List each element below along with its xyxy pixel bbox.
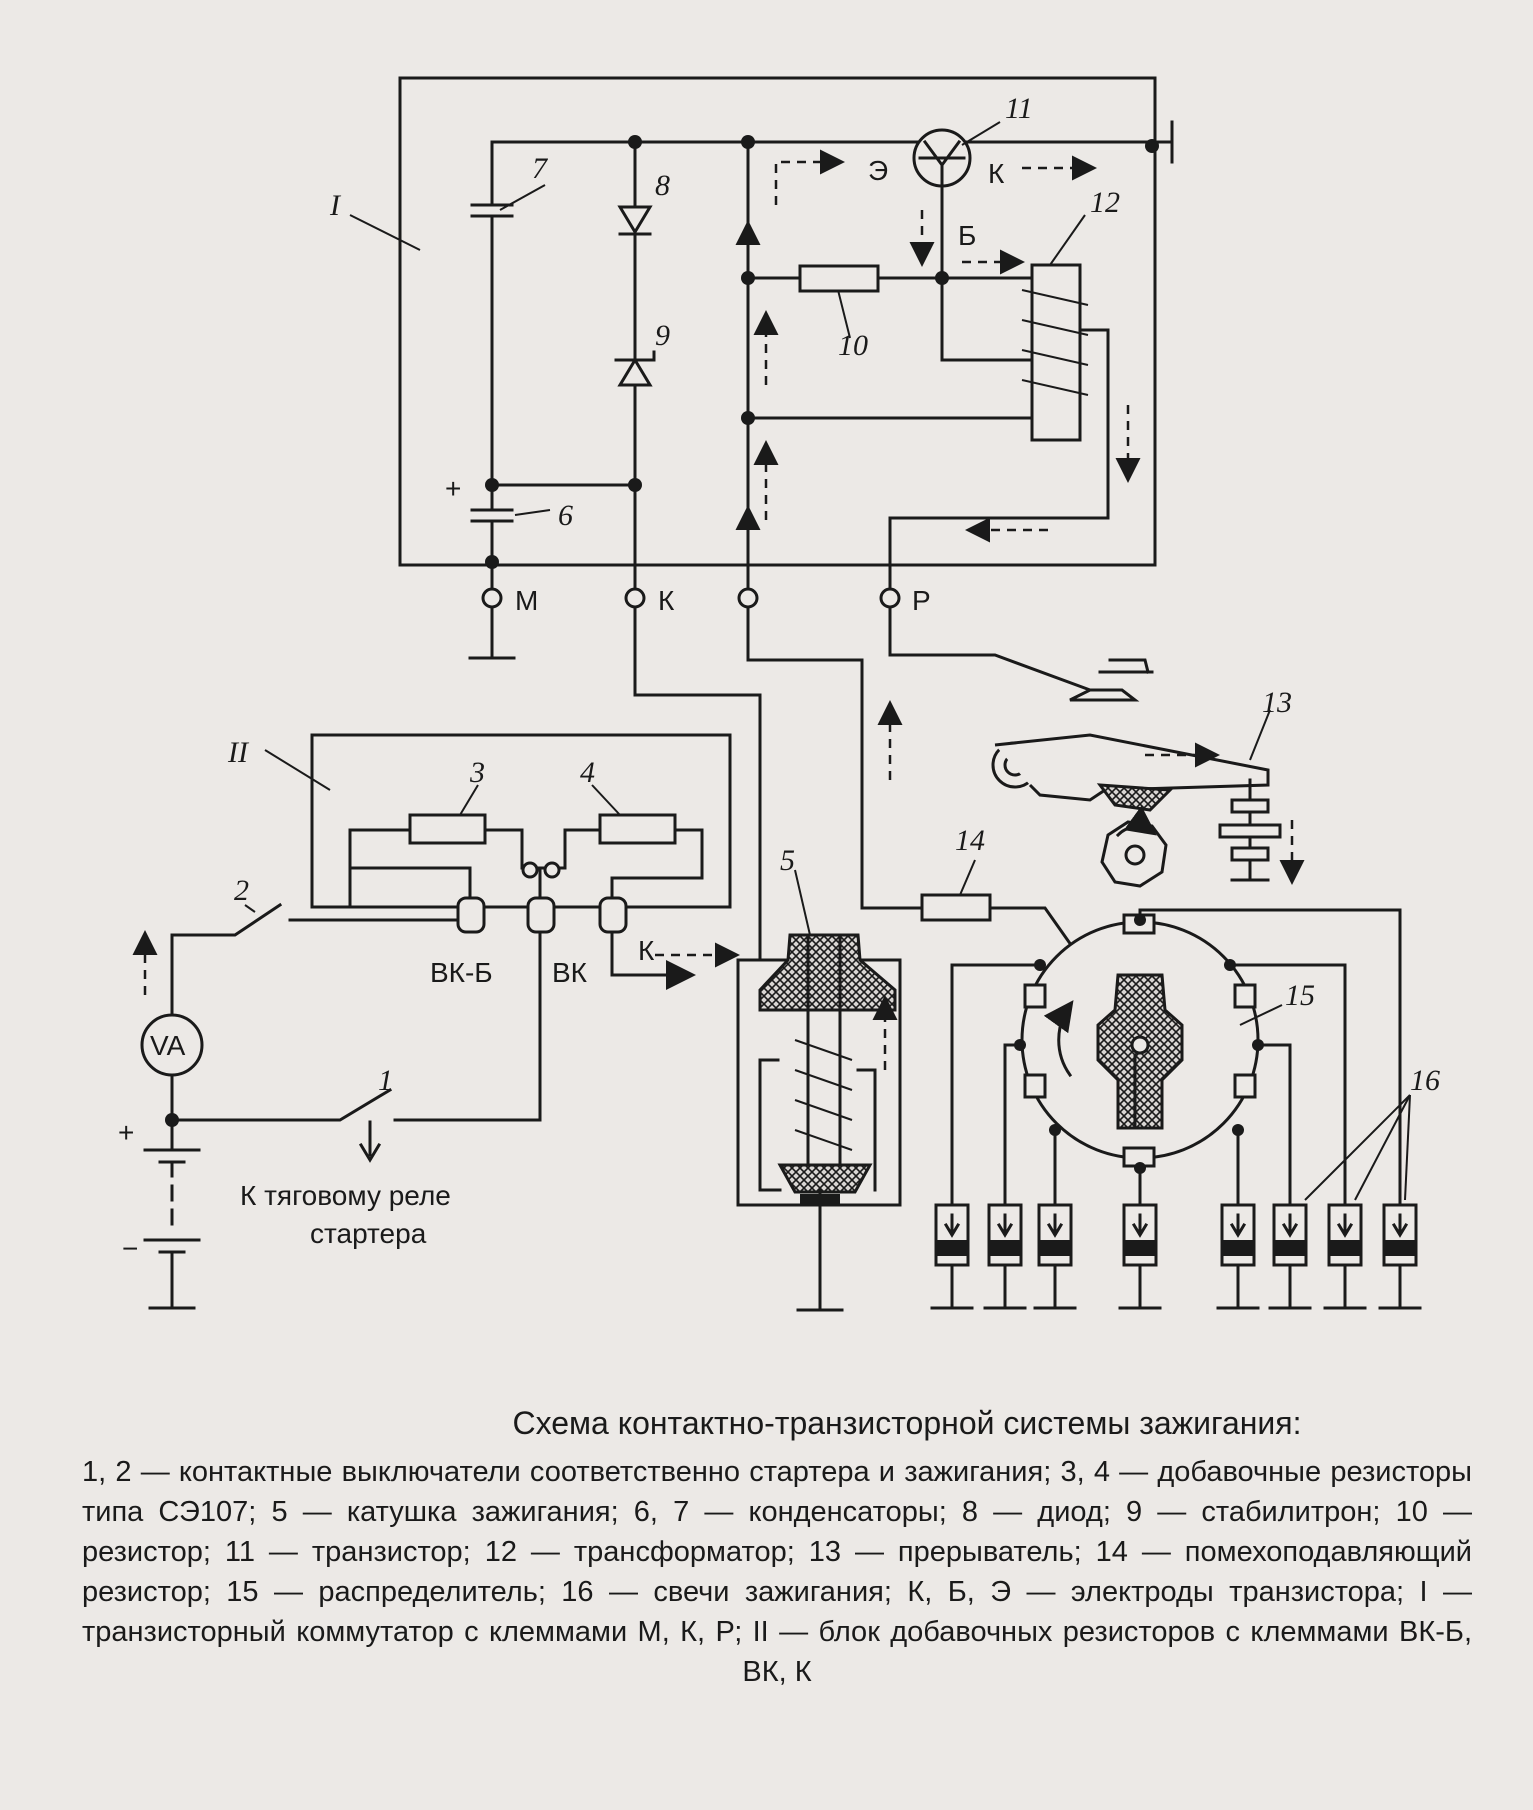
spark-plug xyxy=(1323,1203,1367,1310)
label-5: 5 xyxy=(780,844,795,877)
spark-plug xyxy=(1216,1203,1260,1310)
label-12: 12 xyxy=(1090,186,1120,219)
label-base: Б xyxy=(958,220,976,251)
label-10: 10 xyxy=(838,329,868,362)
battery-minus-label: − xyxy=(122,1233,138,1264)
label-4: 4 xyxy=(580,756,595,789)
transistor-commutator-block xyxy=(398,76,1174,569)
label-8: 8 xyxy=(655,169,670,202)
resistor-block xyxy=(310,733,732,909)
starter-switch-1 xyxy=(170,930,542,1163)
label-block-1: I xyxy=(329,189,342,222)
terminal-p-label: Р xyxy=(912,585,931,616)
label-6: 6 xyxy=(558,499,573,532)
spark-plug xyxy=(1268,1203,1312,1310)
starter-note-line1: К тяговому реле xyxy=(240,1180,451,1211)
plug-row xyxy=(930,1203,1422,1310)
terminals-block-1 xyxy=(468,563,901,660)
label-16: 16 xyxy=(1410,1064,1440,1097)
caption-title: Схема контактно-транзисторной системы за… xyxy=(512,1405,1302,1441)
caption-legend: 1, 2 — контактные выключатели соответств… xyxy=(82,1456,1472,1688)
terminal-vkb-label: ВК-Б xyxy=(430,957,493,988)
spark-plugs-16 xyxy=(950,908,1402,1207)
label-11: 11 xyxy=(1005,92,1033,125)
label-14: 14 xyxy=(955,824,985,857)
terminal-k-block2-label: К xyxy=(638,935,655,966)
terminal-m-label: М xyxy=(515,585,538,616)
spark-plug xyxy=(983,1203,1027,1310)
ignition-switch-2 xyxy=(170,902,460,1122)
label-collector: К xyxy=(988,158,1005,189)
ignition-circuit-diagram: I II 1 2 3 4 5 6 7 8 9 10 11 12 13 14 15… xyxy=(118,76,1440,1312)
breaker-13 xyxy=(888,605,1305,888)
label-1: 1 xyxy=(378,1064,393,1097)
terminal-vk-label: ВК xyxy=(552,957,588,988)
transformer-12 xyxy=(746,263,1110,567)
resistor-10 xyxy=(798,264,880,293)
spark-plug xyxy=(1378,1203,1422,1310)
label-emitter: Э xyxy=(868,155,888,186)
ignition-coil-5 xyxy=(736,933,902,1312)
resistor-4 xyxy=(598,813,677,845)
battery xyxy=(143,1118,201,1310)
label-3: 3 xyxy=(469,756,485,789)
leader-lines xyxy=(244,121,1411,1201)
ammeter-label: VA xyxy=(150,1030,186,1061)
label-15: 15 xyxy=(1285,979,1315,1012)
distributor-15 xyxy=(1020,913,1260,1168)
spark-plug xyxy=(930,1203,974,1310)
resistor-3 xyxy=(408,813,487,845)
terminal-k-label: К xyxy=(658,585,675,616)
capacitor-plus-label: + xyxy=(445,473,461,504)
spark-plug xyxy=(1118,1203,1162,1310)
ammeter-va xyxy=(140,1013,204,1077)
label-2: 2 xyxy=(234,874,249,907)
current-flow-arrows xyxy=(735,149,1141,543)
label-block-2: II xyxy=(227,736,250,769)
transistor-11 xyxy=(912,128,972,280)
capacitor-7 xyxy=(470,140,514,487)
resistor-14 xyxy=(920,893,992,922)
figure-caption: Схема контактно-транзисторной системы за… xyxy=(82,1405,1472,1692)
starter-note-line2: стартера xyxy=(310,1218,427,1249)
battery-plus-label: + xyxy=(118,1117,134,1148)
label-13: 13 xyxy=(1262,686,1292,719)
spark-plug xyxy=(1033,1203,1077,1310)
label-7: 7 xyxy=(532,152,549,185)
label-9: 9 xyxy=(655,319,670,352)
